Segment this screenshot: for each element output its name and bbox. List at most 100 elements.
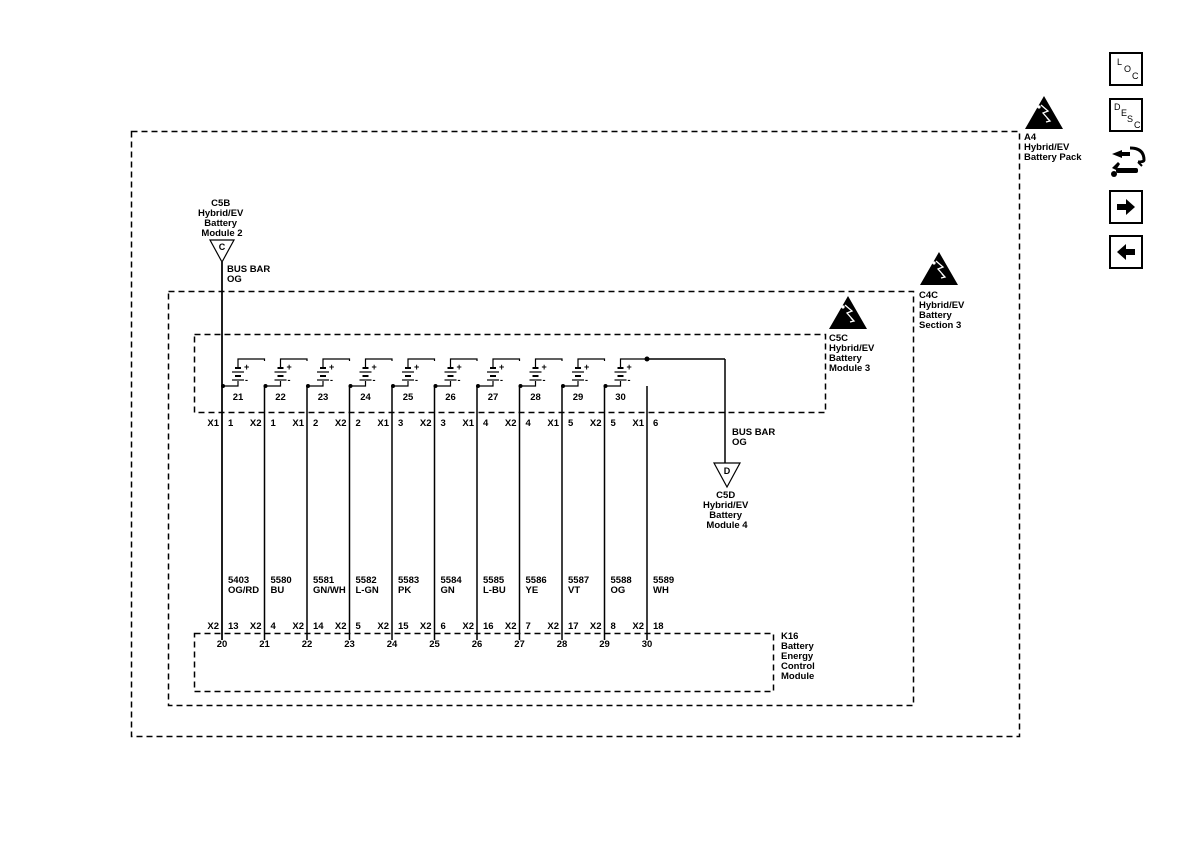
cell-positive-sign: +: [244, 362, 249, 372]
bottom-connector-id: X2: [292, 621, 304, 632]
cell-number: 23: [318, 392, 329, 403]
bottom-pin-number: 5: [356, 621, 362, 632]
cell-negative-sign: -: [585, 375, 588, 385]
module-terminal-number: 22: [302, 639, 313, 650]
battery-cell: + -29: [561, 358, 606, 403]
next-page-button[interactable]: [1109, 190, 1143, 224]
cell-number: 22: [275, 392, 286, 403]
cell-negative-sign: -: [628, 375, 631, 385]
module-terminal-number: 27: [514, 639, 525, 650]
circuit-number: 5584: [441, 575, 463, 586]
top-pin-number: 2: [313, 418, 318, 429]
bottom-connector-id: X2: [632, 621, 644, 632]
cell-number: 29: [573, 392, 584, 403]
circuit-number: 5586: [526, 575, 547, 586]
previous-page-button[interactable]: [1109, 235, 1143, 269]
wire-color: WH: [653, 585, 669, 596]
module-terminal-number: 24: [387, 639, 398, 650]
cell-positive-sign: +: [627, 362, 632, 372]
battery-cell: +-25: [391, 358, 436, 403]
cell-positive-sign: +: [584, 362, 589, 372]
wire-color: YE: [526, 585, 539, 596]
module-terminal-number: 21: [259, 639, 270, 650]
top-pin-number: 6: [653, 418, 658, 429]
cell-negative-sign: -: [373, 375, 376, 385]
bottom-pin-number: 13: [228, 621, 239, 632]
cell-number: 26: [445, 392, 456, 403]
cell-positive-sign: +: [414, 362, 419, 372]
arrow-left-icon: [1117, 244, 1135, 260]
a4-battery-pack-boundary: [130, 130, 1021, 738]
top-connector-id: X1: [632, 418, 644, 429]
desc-icon-letter: C: [1134, 120, 1141, 130]
circuit-number: 5581: [313, 575, 335, 586]
module-terminal-number: 23: [344, 639, 355, 650]
high-voltage-warning-icon: [829, 296, 867, 329]
module-terminal-number: 20: [217, 639, 228, 650]
cell-negative-sign: -: [245, 375, 248, 385]
circuit-number: 5589: [653, 575, 674, 586]
top-connector-id: X1: [547, 418, 559, 429]
top-connector-id: X2: [420, 418, 432, 429]
desc-icon-letter: E: [1121, 108, 1128, 118]
desc-icon-letter: S: [1127, 114, 1134, 124]
battery-cell: +-30: [603, 358, 648, 403]
bottom-connector-id: X2: [420, 621, 432, 632]
bottom-connector-id: X2: [462, 621, 474, 632]
desc-icon-letter: D: [1114, 102, 1121, 112]
top-pin-number: 4: [483, 418, 489, 429]
location-button[interactable]: L O C: [1109, 52, 1143, 86]
top-connector-id: X2: [250, 418, 262, 429]
cell-positive-sign: +: [372, 362, 377, 372]
wire-color: OG/RD: [228, 585, 259, 596]
c5d-label: C5D Hybrid/EV Battery Module 4: [703, 490, 751, 531]
cell-positive-sign: +: [542, 362, 547, 372]
description-button[interactable]: D E S C: [1109, 98, 1143, 132]
circuit-number: 5403: [228, 575, 249, 586]
c4c-label: C4C Hybrid/EV Battery Section 3: [919, 290, 967, 331]
cell-negative-sign: -: [500, 375, 503, 385]
module-terminal-number: 26: [472, 639, 483, 650]
module-terminal-number: 25: [429, 639, 440, 650]
arrow-right-icon: [1117, 199, 1135, 215]
c5c-label: C5C Hybrid/EV Battery Module 3: [829, 333, 877, 374]
bottom-connector-id: X2: [207, 621, 219, 632]
cell-positive-sign: +: [457, 362, 462, 372]
connector-wrench-button[interactable]: [1108, 142, 1148, 182]
c5b-label: C5B Hybrid/EV Battery Module 2: [198, 198, 246, 239]
bottom-pin-number: 15: [398, 621, 409, 632]
k16-label: K16 Battery Energy Control Module: [781, 631, 817, 682]
loc-icon-letter: C: [1132, 71, 1139, 81]
top-connector-id: X1: [292, 418, 304, 429]
wire-color: L-BU: [483, 585, 506, 596]
cell-positive-sign: +: [499, 362, 504, 372]
battery-cell: +-28: [518, 358, 563, 403]
loc-icon-letter: L: [1117, 57, 1123, 67]
top-pin-number: 5: [611, 418, 617, 429]
wire-color: PK: [398, 585, 411, 596]
splice-dot: [644, 356, 650, 362]
top-connector-id: X1: [377, 418, 389, 429]
bottom-pin-number: 18: [653, 621, 664, 632]
c5d-connector: D: [712, 462, 742, 489]
cell-positive-sign: +: [329, 362, 334, 372]
module-terminal-number: 28: [557, 639, 568, 650]
svg-text:C: C: [219, 242, 226, 252]
bottom-pin-number: 17: [568, 621, 579, 632]
battery-cell: +-21: [221, 358, 266, 403]
svg-text:D: D: [724, 466, 731, 476]
high-voltage-warning-icon: [1025, 96, 1063, 129]
top-pin-number: 1: [271, 418, 277, 429]
cell-negative-sign: -: [543, 375, 546, 385]
module-terminal-number: 30: [642, 639, 653, 650]
top-connector-id: X2: [505, 418, 517, 429]
cell-positive-sign: +: [287, 362, 292, 372]
high-voltage-warning-icon: [920, 252, 958, 285]
